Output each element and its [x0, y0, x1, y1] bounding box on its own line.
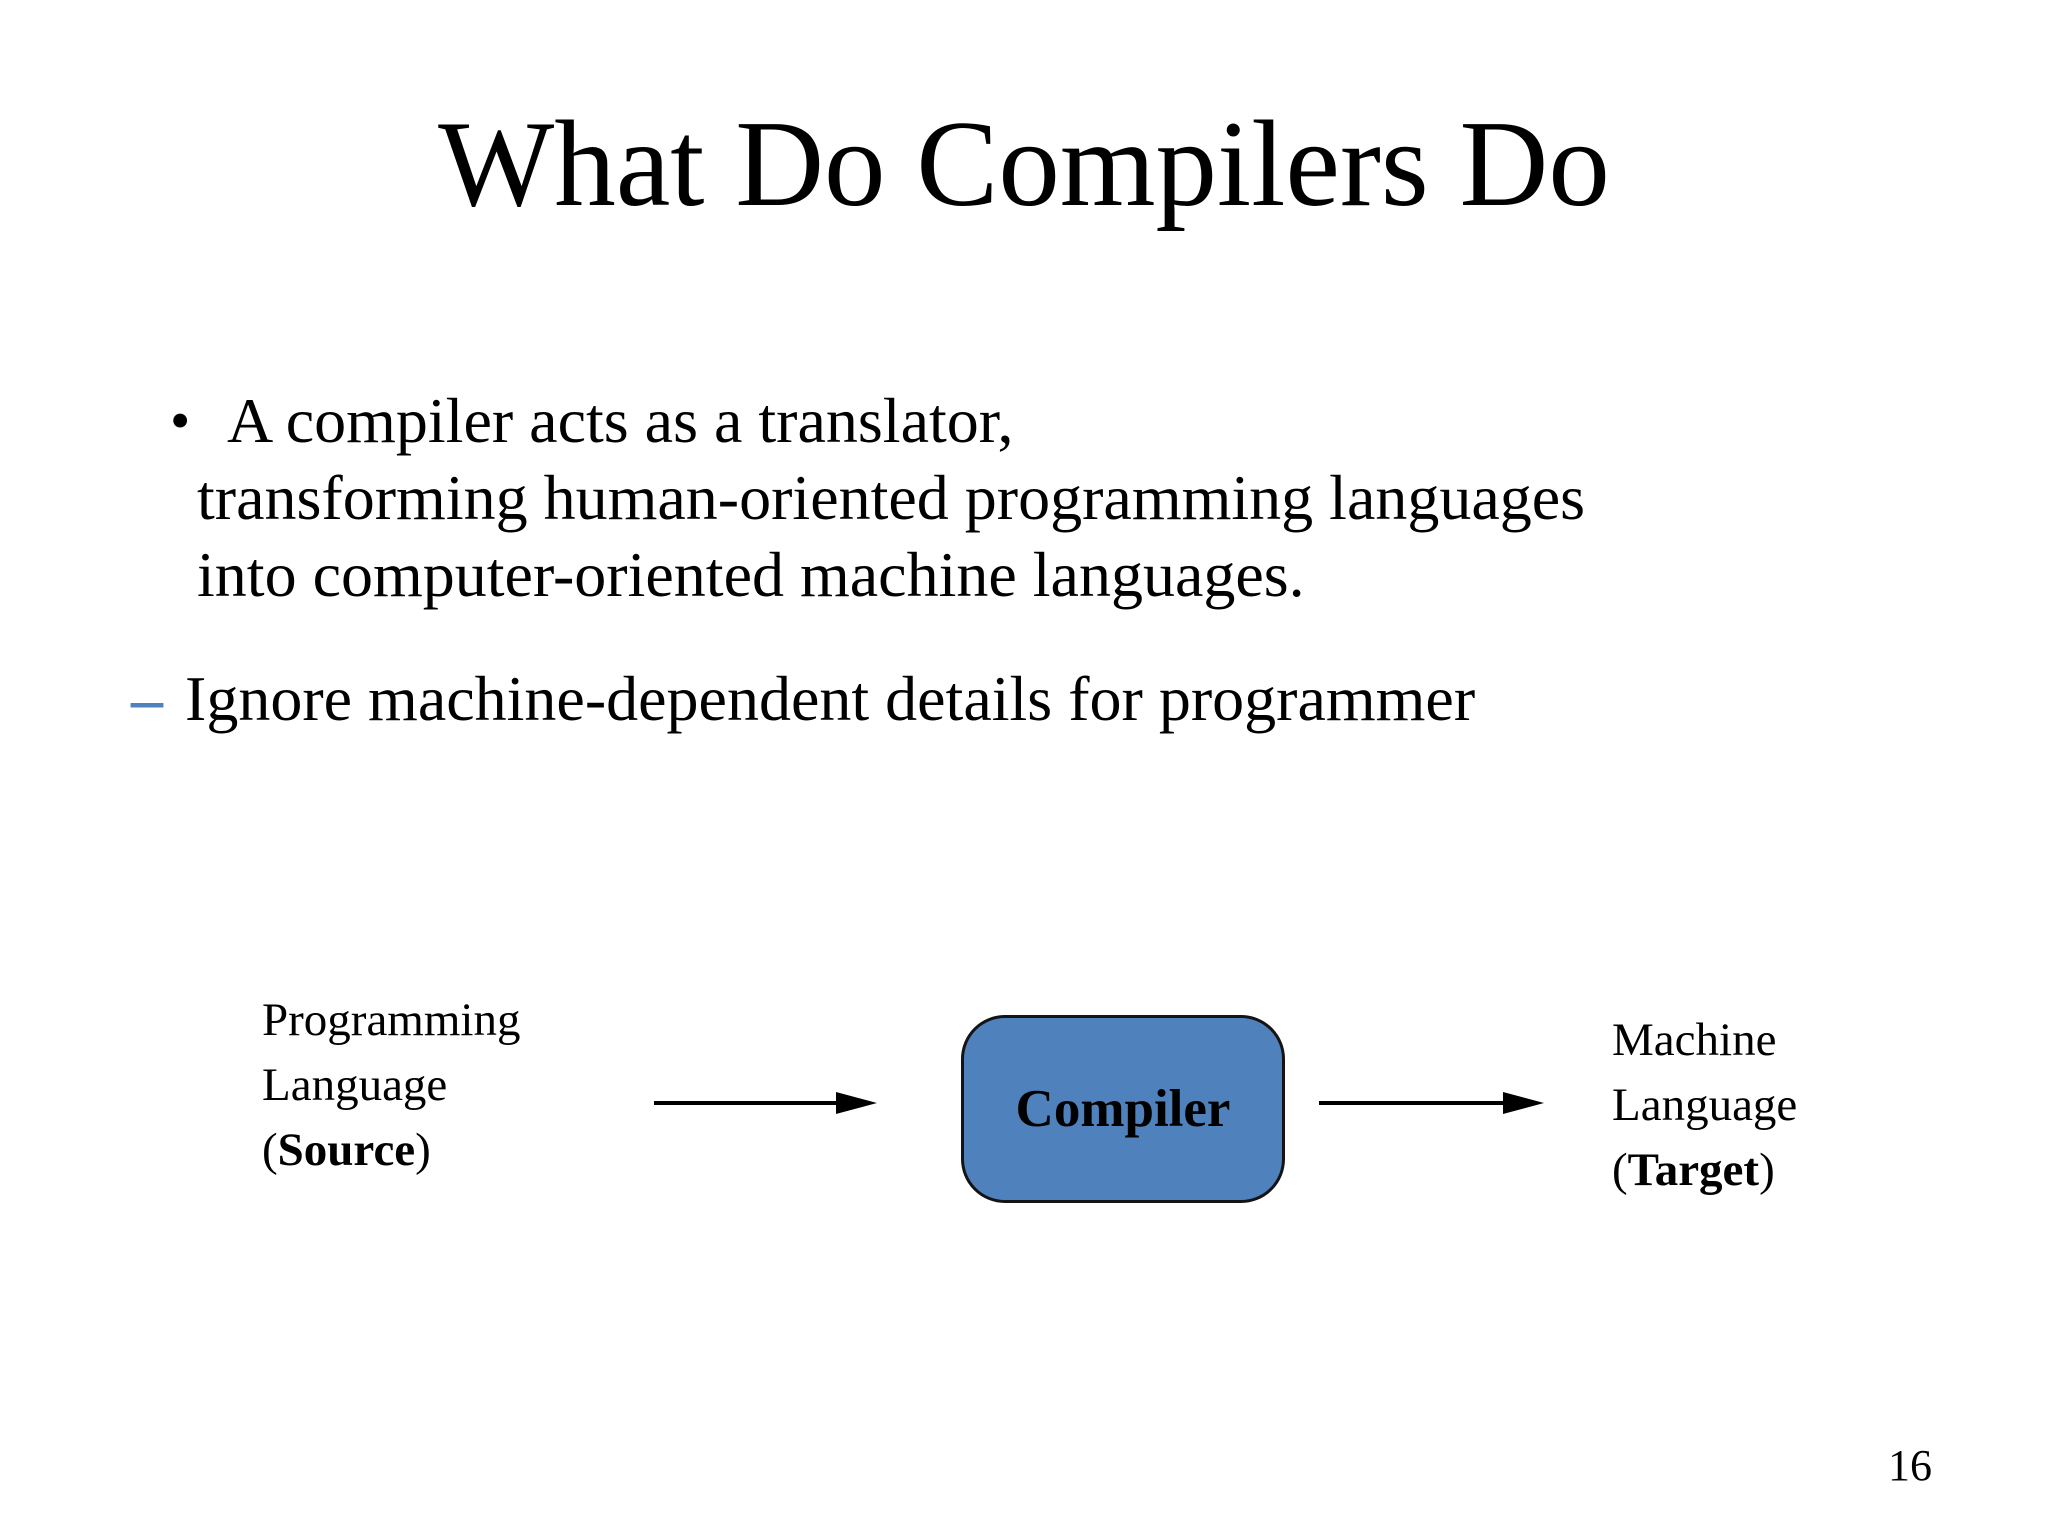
page-number: 16: [1888, 1441, 1932, 1490]
source-to-compiler-arrow-icon: [654, 1092, 877, 1114]
bullet-item-compiler-translator: • A compiler acts as a translator, trans…: [170, 382, 1585, 613]
paren-close: ): [415, 1124, 431, 1176]
source-label-line2: Language: [262, 1059, 448, 1111]
slide-title: What Do Compilers Do: [438, 95, 1610, 232]
paren-open: (: [262, 1124, 278, 1176]
target-label-line3: (Target): [1612, 1138, 1797, 1203]
target-bold-word: Target: [1627, 1144, 1760, 1196]
sub-bullet-text: Ignore machine-dependent details for pro…: [185, 663, 1476, 734]
paren-close: ): [1759, 1144, 1775, 1196]
compiler-to-target-arrow-icon: [1319, 1092, 1544, 1114]
bullet-text-line1: A compiler acts as a translator,: [227, 385, 1014, 456]
paren-open: (: [1612, 1144, 1628, 1196]
target-language-label: Machine Language (Target): [1612, 1008, 1797, 1203]
sub-bullet-item-ignore-details: – Ignore machine-dependent details for p…: [131, 660, 1475, 737]
compiler-box-label: Compiler: [1015, 1080, 1231, 1138]
bullet-text-line3: into computer-oriented machine languages…: [197, 539, 1305, 610]
source-language-label: Programming Language (Source): [262, 988, 520, 1183]
target-label-line2: Language: [1612, 1079, 1798, 1131]
dash-marker: –: [131, 663, 163, 734]
bullet-line: • A compiler acts as a translator,: [170, 382, 1585, 459]
target-label-line1: Machine: [1612, 1014, 1777, 1066]
source-label-line1: Programming: [262, 994, 521, 1046]
bullet-text-line2: transforming human-oriented programming …: [197, 462, 1586, 533]
source-label-line3: (Source): [262, 1118, 520, 1183]
compiler-box: Compiler: [961, 1015, 1285, 1203]
bullet-dot-marker: •: [170, 388, 191, 453]
source-bold-word: Source: [277, 1124, 416, 1176]
